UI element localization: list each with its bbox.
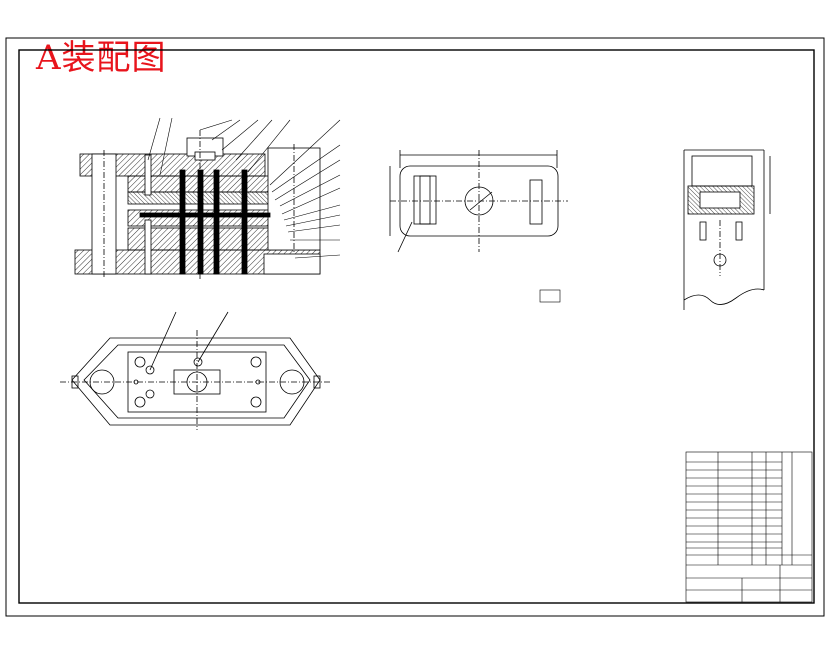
title-block (685, 451, 813, 603)
sectional-view (74, 130, 321, 280)
drawing-title: A装配图 (36, 38, 167, 78)
part-leader-lines (147, 117, 341, 259)
drawing-frame (5, 37, 825, 617)
plan-view (60, 311, 330, 430)
part-plan-view (389, 150, 568, 303)
side-view (683, 149, 771, 310)
